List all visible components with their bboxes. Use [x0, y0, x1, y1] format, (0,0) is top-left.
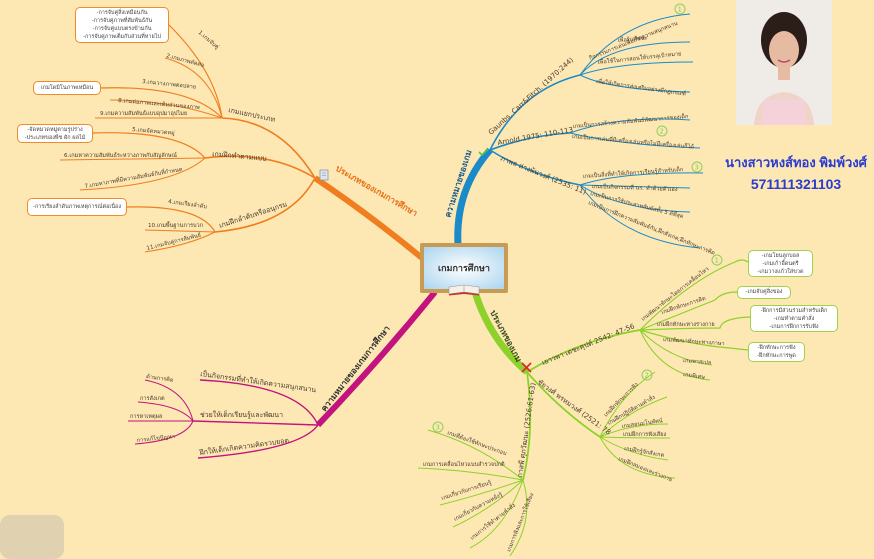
item-label: เกมเป็นการสร้างความสัมพันธ์พัฒนาการของเด…: [572, 112, 688, 130]
note-line: -การจับคู่แบบตรงข้ามกัน: [92, 26, 152, 32]
sub-item-label: การสังเกต: [140, 395, 165, 402]
item-label: เกมพาสเปล: [683, 357, 712, 366]
item-label: เกมการเคลื่อนไหวแบบสำรวจปกติ: [423, 460, 505, 468]
green-branch-lines: [417, 259, 751, 556]
magenta-branch-label: ความหมายของเกมการศึกษา: [319, 323, 393, 413]
item-label: เกมเป็นกิจกรรมที่ นร. ทำด้วยตัวเอง: [592, 182, 678, 193]
note-box: -ฝึกทักษะการฟัง -ฝึกทักษะการพูด: [748, 342, 805, 362]
number-marker: 3: [432, 421, 444, 433]
number-marker: 3: [691, 161, 703, 173]
note-line: -ฝึกการมีส่วนร่วมสำหรับเด็ก: [760, 308, 828, 314]
note-line: -เกมโยนลูกบอล: [761, 253, 800, 259]
note-box: -การเรียงลำดับภาพเหตุการณ์ต่อเนื่อง: [27, 198, 127, 216]
item-label: เกมพัฒนาทักษะทางภาษา: [663, 336, 725, 347]
item-label: ฝึกให้เด็กเกิดความคิดรวบยอด: [198, 436, 289, 458]
group-label: เกมแยกประเภท: [228, 106, 277, 124]
group-label: เกมฝึกทำตามแบบ: [212, 149, 267, 163]
note-line: -ประเภทของพืช ผัก ผลไม้: [24, 135, 86, 141]
svg-text:1: 1: [678, 6, 682, 14]
central-topic-label: เกมการศึกษา: [438, 264, 490, 274]
item-label: เกมสอนมโนทัศน์: [621, 416, 663, 430]
number-marker: 2: [656, 125, 668, 137]
source-label: Arnold.1975: 110-113: [497, 126, 574, 147]
document-icon: [319, 169, 329, 181]
note-box: -จัดหมวดหมู่ตามรูปร่าง -ประเภทของพืช ผัก…: [17, 124, 93, 143]
note-box: -เกมโยนลูกบอล -เกมเก้าอี้ดนตรี -เกมวางแก…: [748, 250, 813, 277]
item-label: 7.เกมหาภาพที่มีความสัมพันธ์กับที่กำหนด: [84, 165, 183, 190]
item-label: 9.เกมความสัมพันธ์แบบอุปมาอุปไมย: [100, 109, 187, 117]
source-label: ชัยวงศ์ พรหมวงศ์ (2521: 78: [536, 378, 612, 437]
item-label: เกมที่ต้องใช้ทักษะประกอบ: [446, 428, 508, 457]
author-info: นางสาวหงส์ทอง พิมพ์วงศ์ 571111321103: [718, 152, 874, 192]
item-label: เกมฝึกการฟังเสียง: [623, 431, 666, 438]
item-label: 4.เกมเรียงลำดับ: [168, 198, 208, 210]
note-line: -เกมเก้าอี้ดนตรี: [762, 261, 799, 267]
note-line: -การจับคู่ภาพเต็มกับส่วนที่หายไป: [82, 34, 161, 40]
source-label: ภาพล ต่างพ้นวงศ์ (2535: 11): [499, 154, 587, 196]
orange-branch-label: ประเภทของเกมการศึกษา: [334, 163, 420, 219]
svg-text:2: 2: [660, 128, 664, 136]
person-portrait: [736, 0, 832, 125]
item-label: เกมพัฒนาทักษะโดยการเคลื่อนไหว: [639, 265, 710, 323]
blue-branch-lines: [454, 13, 704, 249]
note-line: -การเรียงลำดับภาพเหตุการณ์ต่อเนื่อง: [32, 204, 122, 210]
student-id: 571111321103: [750, 176, 842, 192]
checkmark-icon: [478, 148, 489, 157]
item-label: เกมการฟังและการใช้เสียง: [505, 492, 535, 553]
number-marker: 1: [674, 3, 686, 15]
note-line: -ฝึกทักษะการฟัง: [757, 345, 796, 351]
number-marker: 2: [641, 369, 653, 381]
item-label: เกมเป็นการใช้ประสาทสัมผัสทั้ง 5 ดีที่สุด: [590, 189, 685, 220]
magenta-branch-lines: [128, 290, 438, 459]
central-topic[interactable]: เกมการศึกษา: [420, 243, 508, 293]
note-box: เกมโดมิโนภาพเหมือน: [33, 81, 101, 95]
item-label: เพื่อให้เกิดการส่งเสริมอย่างมีกฎเกณฑ์: [596, 77, 687, 98]
sub-item-label: การหาเหตุผล: [130, 414, 162, 420]
item-label: ช่วยให้เด็กเรียนรู้และพัฒนา: [200, 410, 283, 419]
item-label: เพื่อรู้แพ้ชนะ: [617, 33, 647, 44]
note-line: -เกมทำตามคำสั่ง: [773, 316, 815, 322]
item-label: 1.เกมจับคู่: [197, 29, 221, 51]
svg-text:3: 3: [695, 164, 699, 172]
note-line: -ฝึกทักษะการพูด: [757, 353, 796, 359]
overlay-button[interactable]: [0, 515, 64, 559]
author-name: นางสาวหงส์ทอง พิมพ์วงศ์: [725, 155, 867, 170]
x-mark-icon: [521, 362, 532, 373]
book-icon: [448, 284, 480, 296]
note-line: -จัดหมวดหมู่ตามรูปร่าง: [27, 127, 83, 133]
item-label: เกมเป็นการเล่นที่มีเครื่องเล่นหรือไม่มีเ…: [572, 132, 695, 151]
note-box: -ฝึกการมีส่วนร่วมสำหรับเด็ก -เกมทำตามคำส…: [750, 305, 838, 332]
source-label: Gaunbs, Carr&Fitch. (1970:244): [487, 56, 575, 137]
svg-text:3: 3: [436, 424, 440, 432]
item-label: 10.เกมพื้นฐานการบวก: [148, 221, 203, 229]
orange-branch-lines: [59, 23, 424, 261]
source-label: เยาวพา เดชะคุปต์ 2542: 47-56: [541, 322, 636, 367]
note-line: -การจับคู่ภาพที่สัมพันธ์กัน: [91, 18, 153, 24]
item-label: เกมฝึกรู้จักสังเกต: [624, 445, 665, 459]
item-label: 8.เกมต่อภาพและเติมส่วนของภาพ: [118, 97, 201, 111]
item-label: เกมเป็นสิ่งที่ทำให้เกิดการเรียนรู้สำหรับ…: [583, 165, 684, 180]
item-label: เกมฝึกทักษะทางร่างกาย: [657, 321, 715, 328]
sub-item-label: ด้านการคิด: [146, 373, 175, 384]
profile-photo: [736, 0, 832, 125]
item-label: 5.เกมจัดหมวดหมู่: [132, 126, 176, 137]
sub-item-label: การแก้ไขปัญหา: [136, 433, 175, 444]
note-line: -เกมการฝึกการรับฟัง: [769, 324, 819, 330]
note-line: -เกมวางแก้วใส่ขวด: [757, 269, 804, 275]
svg-text:2: 2: [645, 372, 649, 380]
item-label: เกมพิเศษ: [683, 371, 706, 381]
note-line: -การจับคู่สิ่งเหมือนกัน: [96, 10, 148, 16]
note-box: -เกมจับคู่สิ่งของ: [737, 286, 791, 299]
note-box: -การจับคู่สิ่งเหมือนกัน -การจับคู่ภาพที่…: [75, 7, 169, 43]
item-label: 6.เกมหาความสัมพันธ์ระหว่างภาพกับสัญลักษณ…: [64, 151, 177, 159]
note-line: -เกมจับคู่สิ่งของ: [745, 289, 783, 295]
svg-text:1: 1: [715, 257, 719, 265]
note-line: เกมโดมิโนภาพเหมือน: [40, 85, 94, 91]
item-label: 3.เกมวางภาพต่อปลาย: [142, 78, 197, 91]
number-marker: 1: [711, 254, 723, 266]
